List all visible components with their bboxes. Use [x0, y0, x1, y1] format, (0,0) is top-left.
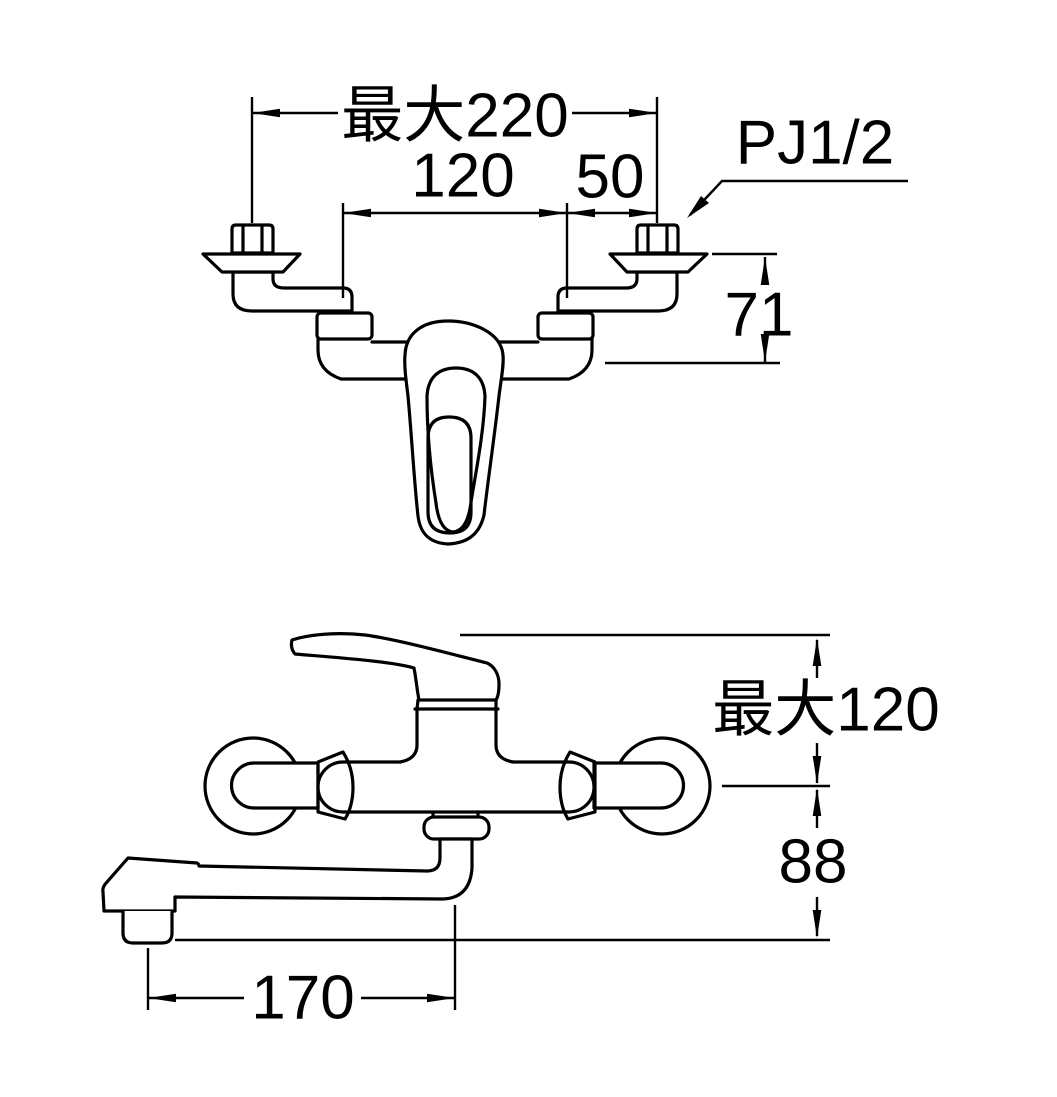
left-connection-nut [230, 223, 275, 255]
dim-pitch-offset: 120 50 [341, 142, 657, 298]
swing-spout [101, 837, 474, 913]
dim-max-width-arrow-right [629, 108, 657, 118]
dim-max-height-arrow-bottom [812, 756, 822, 784]
side-view: 最大120 88 170 [101, 632, 940, 1033]
right-wall-fitting [556, 223, 709, 313]
dim-reach-arrow-right [427, 993, 455, 1003]
dim-max-width-label: 最大220 [341, 82, 568, 151]
dim-drop-arrow-bottom [812, 910, 822, 938]
dim-reach-arrow-left [148, 993, 176, 1003]
dim-height-71: 71 [605, 252, 794, 365]
dim-offset-arrow-right [629, 208, 657, 218]
dim-max-height-label: 最大120 [712, 676, 939, 745]
dim-vertical-extensions [175, 633, 830, 942]
handle-outer [403, 319, 505, 546]
cartridge-column [398, 707, 515, 764]
dim-reach-group: 170 [146, 905, 457, 1033]
right-eccentric-leg [556, 270, 679, 313]
thread-callout: PJ1/2 [687, 109, 908, 218]
side-lever-handle [289, 632, 501, 702]
left-axis-tube [229, 761, 320, 810]
dim-offset-arrow-left [567, 208, 595, 218]
spout-coupling-nut [422, 815, 491, 841]
right-nut-facets [646, 224, 669, 255]
dim-pitch-arrow-right [539, 208, 567, 218]
left-nut-facets [241, 224, 264, 255]
dim-reach-label: 170 [251, 964, 354, 1033]
left-coupling-nut [315, 311, 374, 341]
right-coupling-nut [536, 311, 595, 341]
front-lever-handle [403, 319, 505, 546]
spout-aerator-tip [121, 909, 174, 945]
side-body-fill [318, 762, 594, 812]
side-left-hex-nut [316, 750, 355, 821]
left-wall-fitting [201, 223, 354, 313]
dim-pitch-arrow-left [343, 208, 371, 218]
dim-drop-arrow-top [812, 788, 822, 816]
right-connection-nut [635, 223, 680, 255]
left-eccentric-leg [231, 270, 354, 313]
dim-pitch-label: 120 [411, 142, 514, 211]
dim-max-width-arrow-left [252, 108, 280, 118]
dim-reach-extensions [146, 905, 457, 1010]
right-flange [608, 252, 709, 274]
dim-max-width-extensions [250, 97, 659, 223]
dim-max-width: 最大220 [250, 82, 659, 223]
dim-71-extensions [605, 252, 780, 365]
right-axis-tube [592, 761, 686, 810]
handle-grip-recess [426, 415, 473, 535]
dim-71-arrow-top [760, 257, 770, 285]
side-body-outline [316, 760, 596, 814]
dim-71-label: 71 [725, 281, 794, 350]
dim-drop-label: 88 [779, 828, 848, 897]
dim-offset-label: 50 [576, 143, 645, 212]
thread-leader-line [689, 179, 908, 216]
dim-max-height-arrow-top [812, 638, 822, 666]
thread-label: PJ1/2 [736, 109, 895, 178]
dim-vertical-group: 最大120 88 [175, 633, 940, 942]
dim-71-arrow-bottom [760, 334, 770, 362]
thread-leader-arrow [687, 196, 709, 218]
left-flange [201, 252, 302, 274]
side-right-hex-nut [558, 750, 597, 821]
front-view: 最大220 120 50 PJ1/2 71 [201, 82, 908, 546]
dim-pitch-extensions [341, 203, 569, 298]
